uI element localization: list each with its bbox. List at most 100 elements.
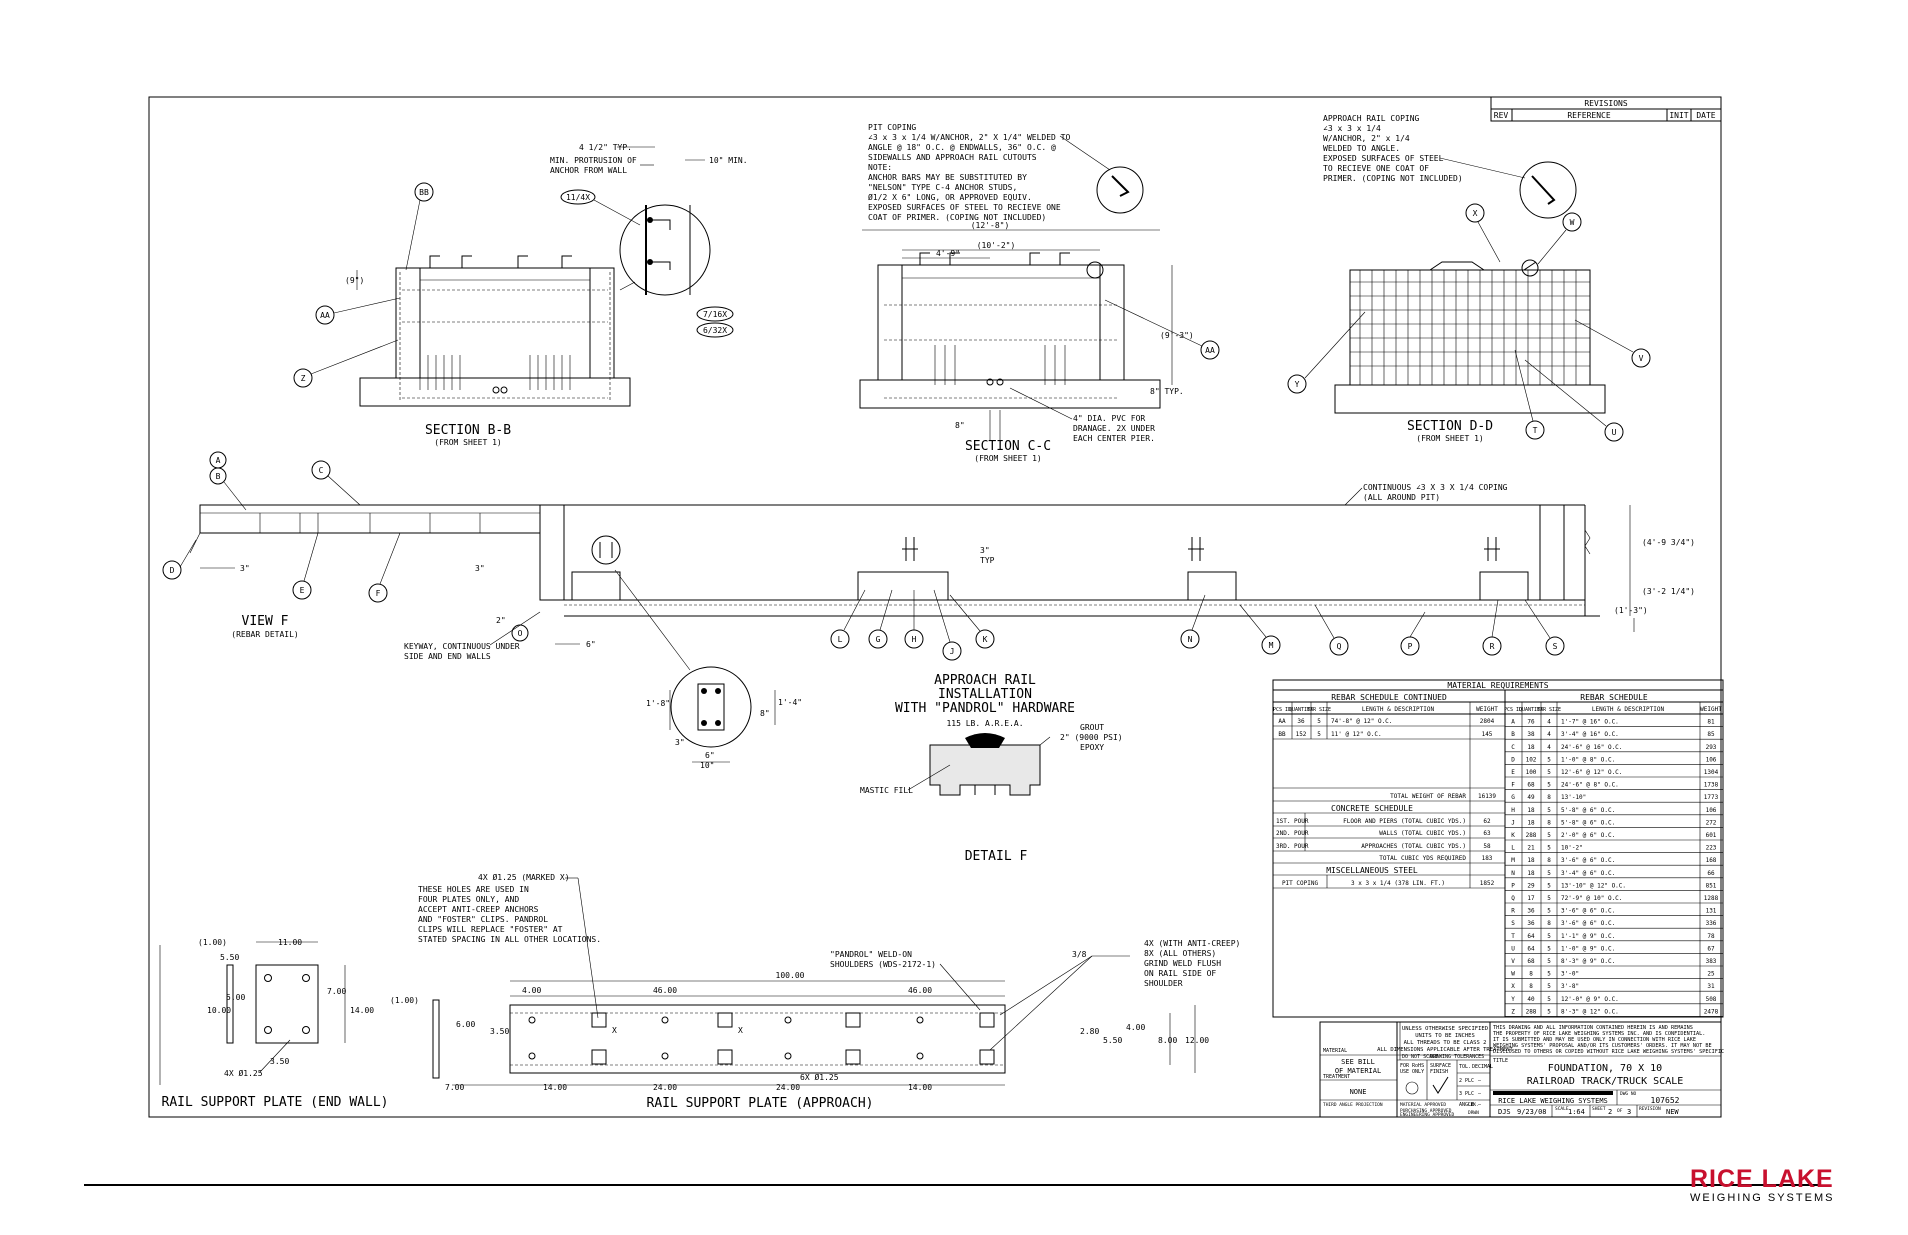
detail-f-heading-2: WITH "PANDROL" HARDWARE: [895, 701, 1075, 716]
materials-left-title: REBAR SCHEDULE CONTINUED: [1331, 693, 1447, 702]
rebar-row-m-cell: 18: [1527, 857, 1535, 864]
rebar-row-c-cell: 293: [1706, 744, 1717, 751]
concrete-row-0-qty: 62: [1483, 818, 1491, 825]
rebar-row-y-cell: Y: [1511, 996, 1515, 1003]
x-note-0: 4X (WITH ANTI-CREEP): [1144, 939, 1240, 948]
callout-s: S: [1553, 642, 1558, 651]
holes-note-3: ACCEPT ANTI-CREEP ANCHORS: [418, 905, 539, 914]
title-block: UNLESS OTHERWISE SPECIFIED UNITS TO BE I…: [1319, 1021, 1724, 1118]
end-dim-5-50: 5.50: [220, 953, 239, 962]
approach-dim-3-50: 3.50: [490, 1027, 509, 1036]
approach-dim-2-80: 2.80: [1080, 1027, 1099, 1036]
rebar-row-f-cell: F: [1511, 782, 1515, 789]
rebar-row-k-cell: 2'-0" @ 6" O.C.: [1561, 832, 1615, 839]
mat-left-row-1-id: BB: [1278, 731, 1286, 738]
rebar-row-w-cell: 5: [1547, 971, 1551, 978]
rebar-row-q-cell: 1288: [1704, 895, 1719, 902]
rebar-row-h-cell: H: [1511, 807, 1515, 814]
rebar-row-v-cell: 68: [1527, 958, 1535, 965]
approach-dim-8: 8.00: [1158, 1036, 1177, 1045]
end-dim-holes: 4X Ø1.25: [224, 1068, 263, 1078]
rebar-row-r-cell: 3'-6" @ 6" O.C.: [1561, 908, 1615, 915]
rebar-row-n-cell: 66: [1707, 870, 1715, 877]
rebar-row-b-cell: 4: [1547, 731, 1551, 738]
section-bb-sub: (FROM SHEET 1): [434, 438, 501, 447]
end-dim-1: (1.00): [198, 938, 227, 947]
chk-label-2: ENGINEERING APPROVED: [1400, 1112, 1454, 1118]
coping-note-0: CONTINUOUS ∠3 X 3 X 1/4 COPING: [1363, 483, 1508, 492]
rebar-row-p-cell: P: [1511, 882, 1515, 889]
callout-g: G: [876, 635, 881, 644]
callout-o: O: [518, 629, 523, 638]
rebar-row-k-cell: 601: [1706, 832, 1717, 839]
detail-f-mastic: MASTIC FILL: [860, 786, 913, 795]
rebar-row-s-cell: 336: [1706, 920, 1717, 927]
mat-right-col-qty: QUANTITY: [1519, 707, 1543, 713]
callout-a: A: [216, 456, 221, 465]
holes-note-5: CLIPS WILL REPLACE "FOSTER" AT: [418, 925, 563, 934]
concrete-row-2-qty: 58: [1483, 843, 1491, 850]
material-value-0: SEE BILL: [1341, 1058, 1375, 1066]
approach-dim-14-b: 14.00: [908, 1083, 932, 1092]
section-cc-sub: (FROM SHEET 1): [974, 454, 1041, 463]
bb-note-10-min: 10" MIN.: [709, 156, 748, 165]
cc-dim-8-typ: 8" TYP.: [1150, 387, 1184, 396]
misc-steel-title: MISCELLANEOUS STEEL: [1326, 866, 1418, 875]
confidential-1: THE PROPERTY OF RICE LAKE WEIGHING SYSTE…: [1493, 1031, 1705, 1037]
total-rebar-value: 16139: [1478, 793, 1496, 800]
detail-f-grout-1: 2" (9000 PSI): [1060, 733, 1123, 742]
rebar-row-n-cell: 18: [1527, 870, 1535, 877]
rebar-row-l-cell: 21: [1527, 845, 1535, 852]
revisions-table: REVISIONS REV REFERENCE INIT DATE: [1490, 96, 1722, 122]
bb-note-anchor: ANCHOR FROM WALL: [550, 166, 627, 175]
rebar-row-p-cell: 13'-10" @ 12" O.C.: [1561, 882, 1626, 889]
detail-f-dim-10: 10": [700, 761, 714, 770]
rebar-row-m-cell: 8: [1547, 857, 1551, 864]
approach-x-mark-b: X: [738, 1026, 743, 1035]
drawing-border: [148, 96, 1722, 1118]
cc-note-1: ∠3 x 3 x 1/4 W/ANCHOR, 2" X 1/4" WELDED …: [868, 133, 1070, 142]
rebar-row-t-cell: 78: [1707, 933, 1715, 940]
chk-label-1: PURCHASING APPROVED: [1400, 1108, 1452, 1114]
callout-p: P: [1408, 642, 1413, 651]
rebar-row-c-cell: 4: [1547, 744, 1551, 751]
rebar-row-z-cell: Z: [1511, 1008, 1515, 1015]
x-note-3: ON RAIL SIDE OF: [1144, 969, 1216, 978]
concrete-row-2-desc: APPROACHES (TOTAL CUBIC YDS.): [1361, 843, 1466, 850]
rebar-row-c-cell: 24'-6" @ 16" O.C.: [1561, 744, 1622, 751]
rebar-row-w-cell: 8: [1529, 971, 1533, 978]
mat-left-col-weight: WEIGHT: [1476, 706, 1498, 713]
dd-note-2: W/ANCHOR, 2" x 1/4: [1323, 134, 1410, 143]
material-label: MATERIAL: [1323, 1048, 1347, 1054]
materials-title: MATERIAL REQUIREMENTS: [1447, 681, 1548, 690]
rebar-row-h-cell: 5: [1547, 807, 1551, 814]
tol-note-2: ALL THREADS TO BE CLASS 2: [1404, 1040, 1487, 1046]
concrete-row: 3RD. POUR APPROACHES (TOTAL CUBIC YDS.) …: [1276, 843, 1491, 850]
keyway-note-0: KEYWAY, CONTINUOUS UNDER: [404, 642, 520, 651]
mat-left-row-0-size: 5: [1317, 718, 1321, 725]
material-value-1: OF MATERIAL: [1335, 1067, 1381, 1075]
dim-9in: (9"): [345, 276, 364, 285]
rebar-row-w-cell: W: [1511, 971, 1515, 978]
rebar-row-l-cell: 10'-2": [1561, 845, 1583, 852]
rebar-row-c-cell: 18: [1527, 744, 1535, 751]
rebar-row-w-cell: 3'-0": [1561, 971, 1579, 978]
end-dim-14: 14.00: [350, 1006, 374, 1015]
rohs-1: USE ONLY: [1400, 1069, 1424, 1075]
cc-pvc-note-1: DRANAGE. 2X UNDER: [1073, 424, 1155, 433]
revisions-col-date: DATE: [1696, 111, 1715, 120]
rebar-row-a-cell: 1'-7" @ 16" O.C.: [1561, 719, 1619, 726]
revision-value: NEW: [1666, 1108, 1679, 1116]
rebar-row-e-cell: E: [1511, 769, 1515, 776]
rebar-row-v-cell: 383: [1706, 958, 1717, 965]
mat-left-col-desc: LENGTH & DESCRIPTION: [1362, 706, 1435, 713]
detail-f-rail: 115 LB. A.R.E.A.: [946, 719, 1023, 728]
rail-plate-approach-title: RAIL SUPPORT PLATE (APPROACH): [647, 1096, 874, 1111]
confidential-0: THIS DRAWING AND ALL INFORMATION CONTAIN…: [1493, 1025, 1693, 1031]
tol-note-0: UNLESS OTHERWISE SPECIFIED: [1402, 1026, 1488, 1032]
material-requirements: MATERIAL REQUIREMENTS REBAR SCHEDULE CON…: [1272, 679, 1724, 1018]
detail-f-heading-1: INSTALLATION: [938, 687, 1032, 702]
weld-note-0: "PANDROL" WELD-ON: [830, 950, 912, 959]
approach-dim-24-b: 24.00: [776, 1083, 800, 1092]
